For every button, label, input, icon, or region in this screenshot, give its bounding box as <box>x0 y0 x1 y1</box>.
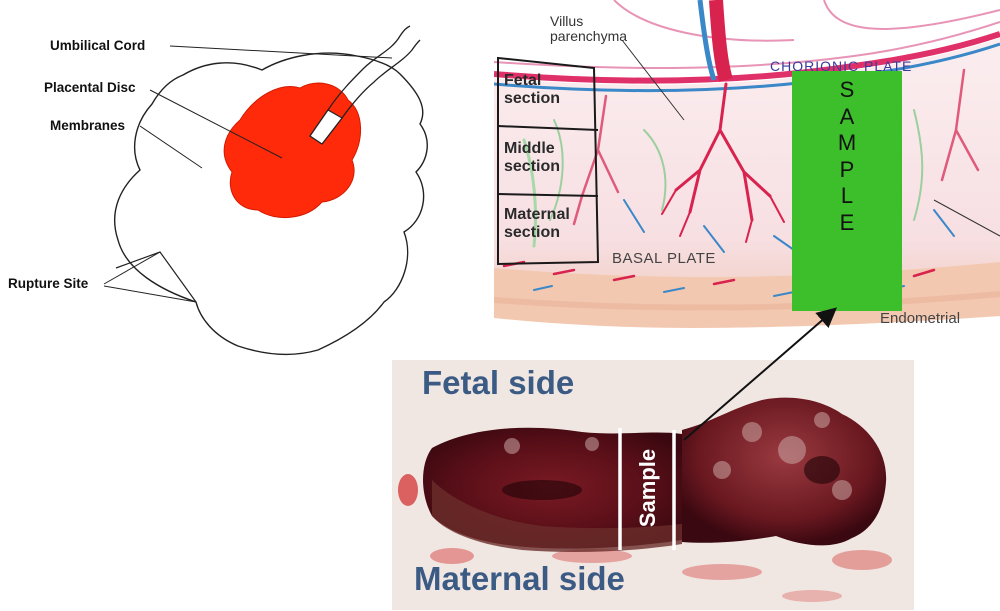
sample-arrow <box>684 310 834 440</box>
